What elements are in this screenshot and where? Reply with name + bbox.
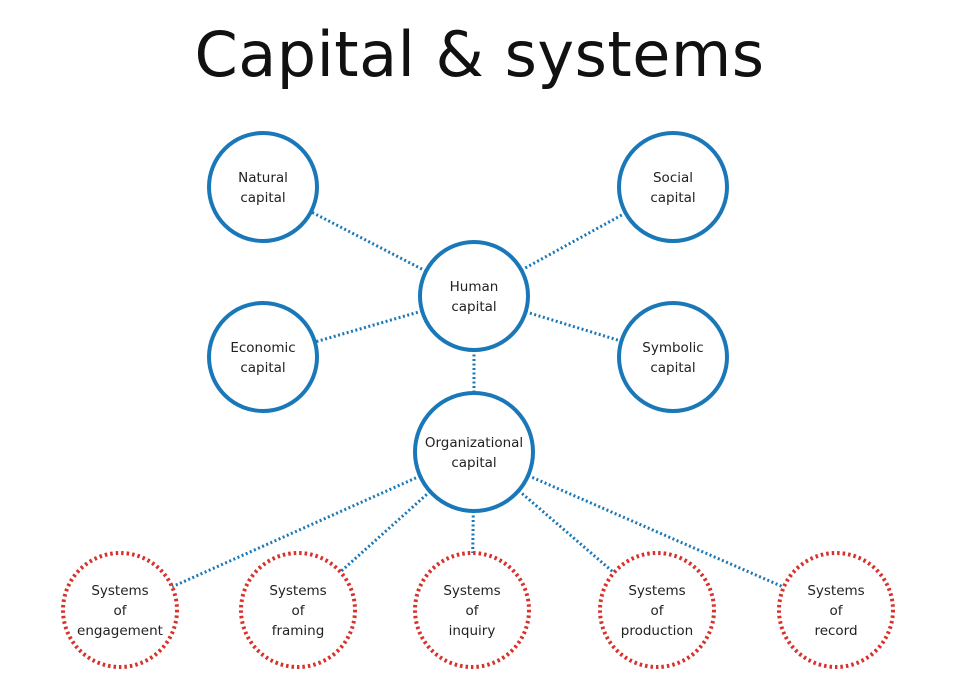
node-framing-label-line: Systems xyxy=(269,583,326,599)
connector-human-natural xyxy=(310,210,427,273)
node-organizational-label-line: capital xyxy=(451,455,496,471)
node-human: Human capital xyxy=(418,240,530,352)
node-production-label-line: production xyxy=(621,623,694,639)
node-organizational-label-line: Organizational xyxy=(425,435,523,451)
node-natural-circle xyxy=(207,131,319,243)
node-engagement-label-line: Systems xyxy=(91,583,148,599)
node-record-label-line: record xyxy=(814,623,857,639)
node-natural: Natural capital xyxy=(207,131,319,243)
connector-organizational-record xyxy=(527,474,785,589)
node-inquiry-label-line: Systems xyxy=(443,583,500,599)
connector-organizational-inquiry xyxy=(471,510,475,554)
node-human-circle xyxy=(418,240,530,352)
node-symbolic: Symbolic capital xyxy=(617,301,729,413)
node-record-label-line: Systems xyxy=(807,583,864,599)
node-framing-label-line: framing xyxy=(272,623,325,639)
node-social-label-line: Social xyxy=(653,170,693,186)
node-production-label-line: Systems xyxy=(628,583,685,599)
connector-human-economic xyxy=(314,309,423,344)
node-economic: Economic capital xyxy=(207,301,319,413)
node-framing-circle xyxy=(239,551,357,669)
page-title: Capital & systems xyxy=(194,18,765,91)
node-economic-label-line: capital xyxy=(240,360,285,376)
node-symbolic-label-line: capital xyxy=(650,360,695,376)
node-production: Systems of production xyxy=(598,551,716,669)
node-natural-label-line: Natural xyxy=(238,170,288,186)
connector-organizational-production xyxy=(517,489,615,574)
node-economic-circle xyxy=(207,301,319,413)
node-framing: Systems of framing xyxy=(239,551,357,669)
node-engagement-label-line: engagement xyxy=(77,623,163,639)
node-record-label-line: of xyxy=(829,603,843,619)
node-symbolic-circle xyxy=(617,301,729,413)
node-human-label-line: Human xyxy=(450,279,499,295)
node-human-label-line: capital xyxy=(451,299,496,315)
node-production-circle xyxy=(598,551,716,669)
node-organizational: Organizational capital xyxy=(413,391,535,513)
node-inquiry-label-line: inquiry xyxy=(449,623,496,639)
node-natural-label-line: capital xyxy=(240,190,285,206)
node-inquiry-circle xyxy=(413,551,531,669)
node-symbolic-label-line: Symbolic xyxy=(642,340,703,356)
node-record-circle xyxy=(777,551,895,669)
node-social-label-line: capital xyxy=(650,190,695,206)
node-inquiry: Systems of inquiry xyxy=(413,551,531,669)
connector-human-social xyxy=(520,211,627,272)
node-engagement: Systems of engagement xyxy=(61,551,179,669)
connector-organizational-engagement xyxy=(171,474,421,589)
node-production-label-line: of xyxy=(650,603,664,619)
node-organizational-circle xyxy=(413,391,535,513)
node-engagement-circle xyxy=(61,551,179,669)
node-inquiry-label-line: of xyxy=(465,603,479,619)
connector-organizational-framing xyxy=(339,490,432,574)
node-economic-label-line: Economic xyxy=(230,340,295,356)
connector-human-symbolic xyxy=(525,310,622,343)
node-engagement-label-line: of xyxy=(113,603,127,619)
node-social-circle xyxy=(617,131,729,243)
node-social: Social capital xyxy=(617,131,729,243)
node-record: Systems of record xyxy=(777,551,895,669)
node-framing-label-line: of xyxy=(291,603,305,619)
